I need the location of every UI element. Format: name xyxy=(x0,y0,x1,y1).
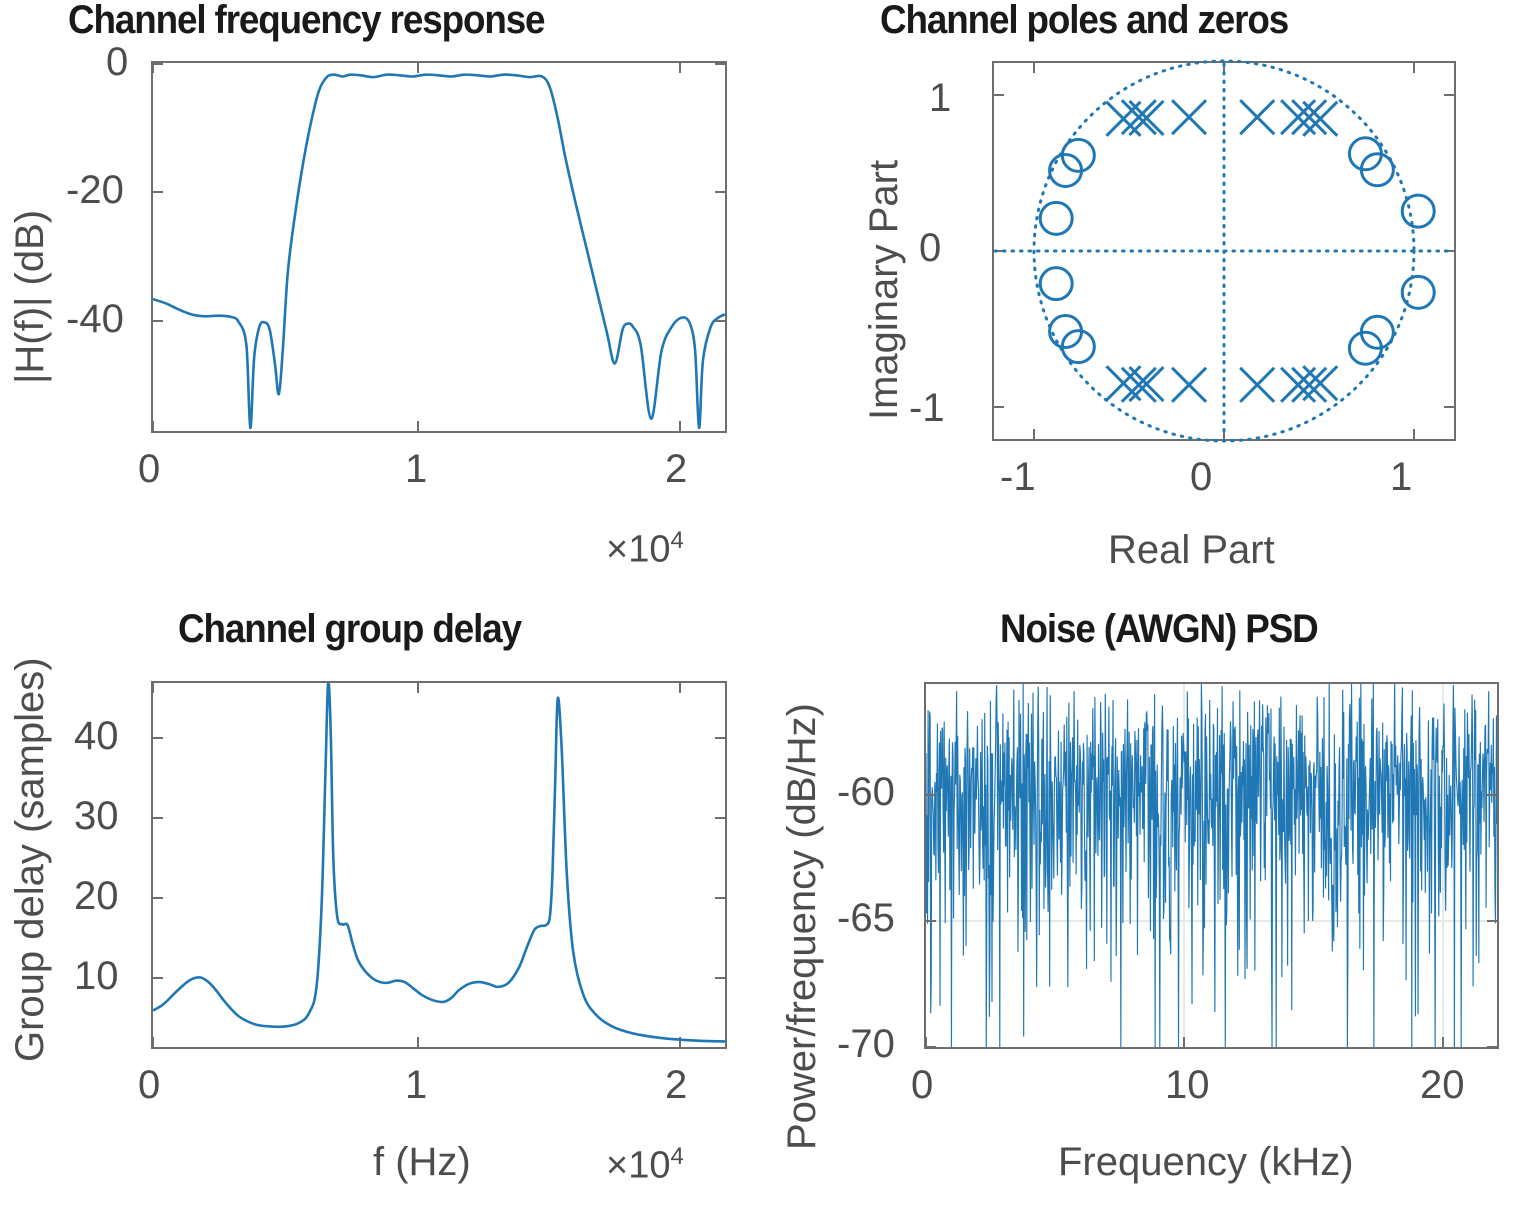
psd-axes-frame xyxy=(924,682,1499,1049)
unit-circle-dotted xyxy=(1032,59,1416,443)
zero-marker-8 xyxy=(1400,193,1436,229)
freq-ytick-m20: -20 xyxy=(66,168,124,212)
freq-axes-frame xyxy=(151,61,727,433)
psd-ytick-m70: -70 xyxy=(837,1022,895,1066)
pole-marker-10 xyxy=(1128,365,1165,403)
pole-marker-11 xyxy=(1171,366,1208,403)
psd-gridlines xyxy=(926,684,1497,1047)
zero-marker-11 xyxy=(1347,330,1383,366)
freq-xtick-1: 1 xyxy=(405,447,428,491)
gd-exponent-mantissa: ×10 xyxy=(606,1144,671,1187)
pole-marker-15 xyxy=(1302,365,1339,402)
psd-ytick-m65: -65 xyxy=(837,896,895,940)
freq-x-exponent: ×104 xyxy=(606,527,684,572)
pole-marker-8 xyxy=(1105,365,1142,402)
zero-marker-0 xyxy=(1060,137,1096,173)
pole-marker-4 xyxy=(1239,99,1276,136)
pole-marker-1 xyxy=(1120,99,1157,136)
psd-axes-ticks xyxy=(925,794,1498,1048)
pole-marker-5 xyxy=(1280,99,1317,136)
frequency-response-ylabel: |H(f)| (dB) xyxy=(8,209,52,384)
pole-zero-title: Channel poles and zeros xyxy=(880,0,1289,42)
freq-exponent-mantissa: ×10 xyxy=(606,528,671,571)
gd-ytick-30: 30 xyxy=(74,794,119,838)
zero-marker-1 xyxy=(1048,153,1084,189)
pole-marker-9 xyxy=(1120,366,1157,403)
pole-marker-2 xyxy=(1128,99,1165,137)
pole-marker-12 xyxy=(1239,366,1276,403)
pz-reference-lines xyxy=(993,59,1455,443)
noise-psd-title: Noise (AWGN) PSD xyxy=(1000,607,1319,651)
zero-marker-3 xyxy=(1038,266,1074,302)
pole-zero-ylabel: Imaginary Part xyxy=(862,159,906,420)
noise-psd-ylabel: Power/frequency (dB/Hz) xyxy=(780,703,824,1150)
zero-marker-5 xyxy=(1060,329,1096,365)
zero-marker-4 xyxy=(1048,313,1084,349)
pole-marker-6 xyxy=(1291,99,1328,136)
group-delay-title: Channel group delay xyxy=(178,607,522,651)
group-delay-curve xyxy=(153,683,725,1043)
pz-xtick-m1: -1 xyxy=(1000,455,1036,499)
gd-x-exponent: ×104 xyxy=(606,1143,684,1188)
zero-marker-10 xyxy=(1359,314,1395,350)
frequency-response-title: Channel frequency response xyxy=(68,0,546,42)
psd-xtick-0: 0 xyxy=(911,1063,934,1107)
gd-xtick-2: 2 xyxy=(665,1063,688,1107)
pz-markers xyxy=(1038,99,1436,403)
gd-exponent-power: 4 xyxy=(670,1143,684,1170)
psd-xtick-20: 20 xyxy=(1420,1063,1465,1107)
pole-zero-xlabel: Real Part xyxy=(1108,528,1275,572)
zero-marker-7 xyxy=(1359,152,1395,188)
pole-marker-13 xyxy=(1280,366,1317,403)
group-delay-ylabel: Group delay (samples) xyxy=(8,657,52,1062)
group-delay-xlabel: f (Hz) xyxy=(373,1140,471,1184)
freq-xtick-0: 0 xyxy=(138,447,161,491)
pole-marker-14 xyxy=(1291,366,1328,403)
freq-exponent-power: 4 xyxy=(670,527,684,554)
pz-ytick-m1: -1 xyxy=(909,386,945,430)
zero-marker-9 xyxy=(1400,274,1436,310)
pz-ytick-0: 0 xyxy=(919,226,942,270)
pole-marker-0 xyxy=(1105,100,1142,137)
psd-xtick-10: 10 xyxy=(1165,1063,1210,1107)
psd-ytick-m60: -60 xyxy=(837,770,895,814)
zero-marker-2 xyxy=(1038,200,1074,236)
freq-xtick-2: 2 xyxy=(665,447,688,491)
noise-psd-trace xyxy=(926,684,1497,1047)
pole-marker-3 xyxy=(1171,99,1208,136)
pz-xtick-1: 1 xyxy=(1390,455,1413,499)
psd-frame-overlay xyxy=(924,682,1499,1049)
zero-marker-6 xyxy=(1347,136,1383,172)
freq-ytick-m40: -40 xyxy=(66,297,124,341)
freq-response-curve xyxy=(153,73,725,430)
gd-xtick-0: 0 xyxy=(138,1063,161,1107)
pz-ytick-1: 1 xyxy=(929,76,952,120)
gd-ytick-20: 20 xyxy=(74,874,119,918)
pole-marker-7 xyxy=(1302,100,1339,137)
noise-psd-xlabel: Frequency (kHz) xyxy=(1058,1140,1354,1184)
gd-xtick-1: 1 xyxy=(405,1063,428,1107)
pz-xtick-0: 0 xyxy=(1190,455,1213,499)
pz-axes-frame xyxy=(992,61,1456,441)
gd-axes-frame xyxy=(151,681,727,1049)
gd-ytick-10: 10 xyxy=(74,954,119,998)
freq-ytick-0: 0 xyxy=(106,40,129,84)
gd-ytick-40: 40 xyxy=(74,714,119,758)
